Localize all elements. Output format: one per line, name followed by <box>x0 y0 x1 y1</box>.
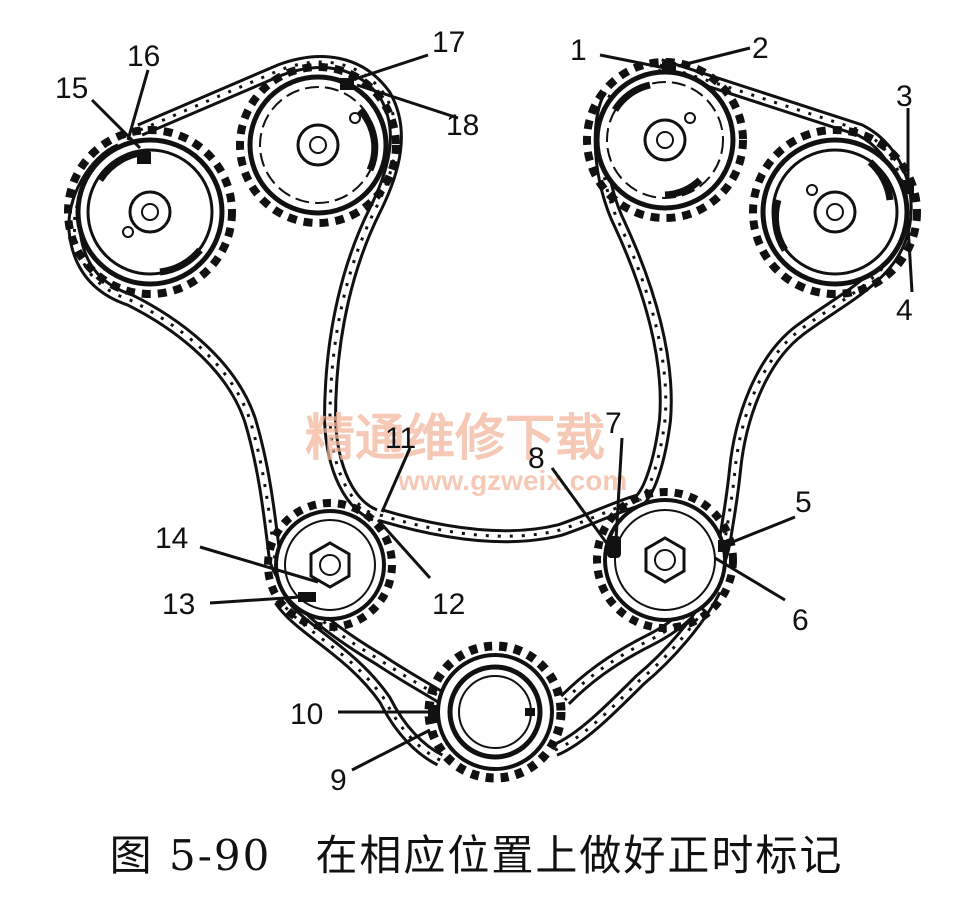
callout-4: 4 <box>896 294 913 327</box>
callout-12: 12 <box>432 588 465 621</box>
callout-14: 14 <box>155 522 188 555</box>
crankshaft-sprocket <box>424 641 566 783</box>
callout-10: 10 <box>290 698 323 731</box>
watermark: 精通维修下载 www.gzweix.com <box>305 408 627 496</box>
right-exhaust-cam-sprocket <box>749 126 921 298</box>
leader-lines <box>90 46 914 772</box>
callout-9: 9 <box>330 764 347 797</box>
callout-2: 2 <box>752 32 769 65</box>
callout-5: 5 <box>795 486 812 519</box>
callout-15: 15 <box>55 72 88 105</box>
callout-labels: 1 2 3 4 5 6 7 8 9 10 11 12 13 14 15 16 1… <box>55 26 913 797</box>
left-intake-cam-sprocket <box>236 63 400 227</box>
watermark-title: 精通维修下载 <box>305 408 605 467</box>
callout-1: 1 <box>570 34 587 67</box>
callout-16: 16 <box>127 40 160 73</box>
right-idler-sprocket <box>593 488 737 632</box>
callout-13: 13 <box>162 588 195 621</box>
callout-7: 7 <box>605 407 622 440</box>
watermark-url: www.gzweix.com <box>397 465 627 496</box>
callout-8: 8 <box>528 442 545 475</box>
callout-11: 11 <box>385 422 416 455</box>
callout-18: 18 <box>446 109 479 142</box>
right-bank-chain <box>377 58 913 757</box>
right-intake-cam-sprocket <box>583 58 747 222</box>
callout-17: 17 <box>432 26 465 59</box>
left-idler-sprocket <box>264 499 396 631</box>
figure-caption: 图 5-90 在相应位置上做好正时标记 <box>109 831 844 880</box>
callout-6: 6 <box>792 604 809 637</box>
left-exhaust-cam-sprocket <box>64 126 236 298</box>
callout-3: 3 <box>896 80 913 113</box>
